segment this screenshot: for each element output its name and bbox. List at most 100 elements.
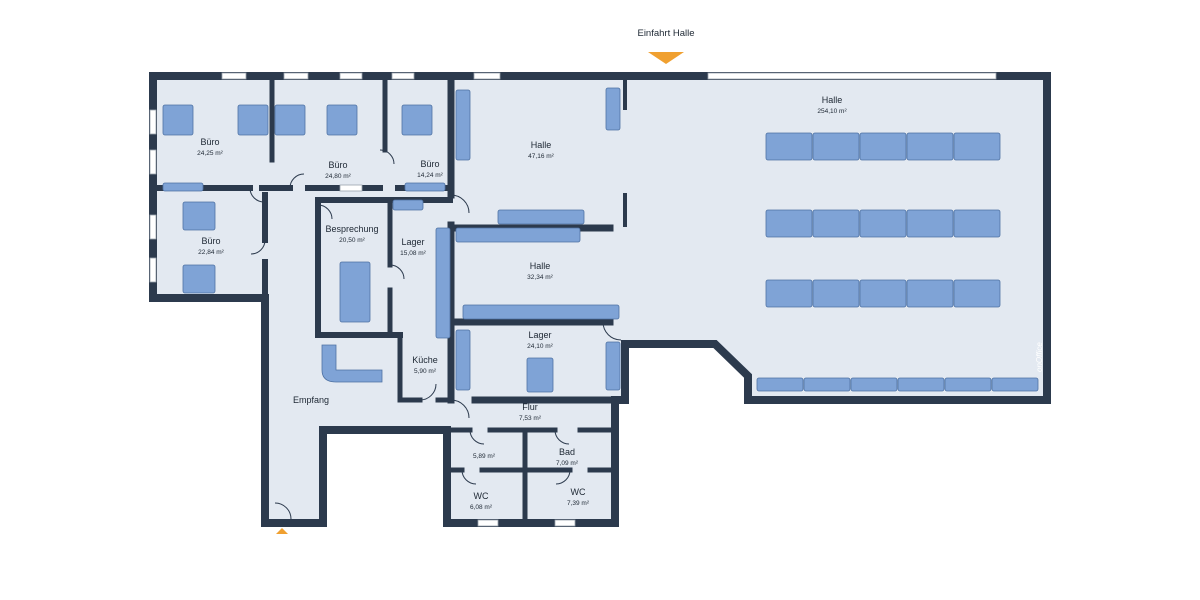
room-name: Bad [559,447,575,457]
furniture-item [162,104,194,136]
room-label: Bad 7,09 m² [556,447,579,467]
room-label: Büro 14,24 m² [417,159,443,179]
entrance-label: Einfahrt Halle [637,28,694,39]
furniture-item [497,209,585,225]
furniture-item [462,304,620,320]
room-area: 254,10 m² [817,108,847,115]
window [707,72,997,80]
room-label: Halle 47,16 m² [528,140,554,160]
room-label: Halle 32,34 m² [527,261,553,281]
room-area: 14,24 m² [417,172,443,179]
furniture-item [182,264,216,294]
room-label: Flur 7,53 m² [519,402,542,422]
room-label: WC 7,39 m² [567,487,590,507]
door [450,194,470,214]
entrance-arrow-icon [648,52,684,64]
furniture-item [906,132,954,161]
furniture-item [182,201,216,231]
room-name: WC [474,491,489,501]
door [274,502,292,520]
room-label: Halle 254,10 m² [817,95,847,115]
door [469,429,485,445]
furniture-item [605,87,621,131]
furniture-item [859,279,907,308]
room-name: Büro [420,159,439,169]
window [149,149,157,175]
room-area: 20,50 m² [339,237,365,244]
door [249,187,265,203]
furniture-item [812,279,860,308]
room-name: Büro [201,236,220,246]
room-area: 15,08 m² [400,250,426,257]
room-label: WC6,08 m² [470,491,493,511]
window [477,519,499,527]
furniture-item [953,279,1001,308]
room-name: Flur [522,402,538,412]
furniture-item [455,89,471,161]
furniture-item [859,132,907,161]
furniture-item [274,104,306,136]
room-area: 7,53 m² [519,415,542,422]
window [473,72,501,80]
door [419,383,437,401]
furniture-item [392,199,424,211]
room-name: Küche [412,355,438,365]
door [555,469,571,485]
room-name: Büro [200,137,219,147]
window [283,72,309,80]
furniture-item [435,227,451,339]
furniture-item [906,279,954,308]
room-label: 5,89 m² [473,453,496,460]
furniture-item [765,132,813,161]
furniture-item [326,104,358,136]
window [149,257,157,283]
furniture-item [765,209,813,238]
window [391,72,415,80]
door [250,239,266,255]
furniture-item [897,377,945,392]
onoffice-logo: onOffice [1035,342,1044,372]
doors [249,149,622,520]
room-name: Halle [822,95,843,105]
door [389,264,405,280]
window [554,519,576,527]
room-label: Lager 24,10 m² [527,330,553,350]
room-area: 24,10 m² [527,343,553,350]
room-name: Halle [531,140,552,150]
room-area: 47,16 m² [528,153,554,160]
room-area: 32,34 m² [527,274,553,281]
room-area: 5,89 m² [473,453,496,460]
furniture-item [162,182,204,192]
furniture-item [765,279,813,308]
room-label: Büro 22,84 m² [198,236,224,256]
room-area: 24,80 m² [325,173,351,180]
furniture-item [944,377,992,392]
furniture-item [237,104,269,136]
room-name: WC [571,487,586,497]
furniture-item [991,377,1039,392]
room-area: 22,84 m² [198,249,224,256]
room-area: 7,09 m² [556,460,579,467]
door [554,429,570,445]
furniture-item [455,227,581,243]
main-entrance-marker-icon [276,528,288,534]
furniture-item [812,132,860,161]
reception-desk [321,344,383,383]
furniture-item [339,261,371,323]
furniture-item [605,341,621,391]
furniture-item [953,209,1001,238]
furniture-item [812,209,860,238]
door [450,399,470,419]
furniture-item [953,132,1001,161]
room-area: 7,39 m² [567,500,590,507]
room-name: Lager [528,330,551,340]
room-name: Halle [530,261,551,271]
furniture [162,87,1039,393]
furniture-item [401,104,433,136]
furniture-item [455,329,471,391]
room-name: Empfang [293,395,329,405]
